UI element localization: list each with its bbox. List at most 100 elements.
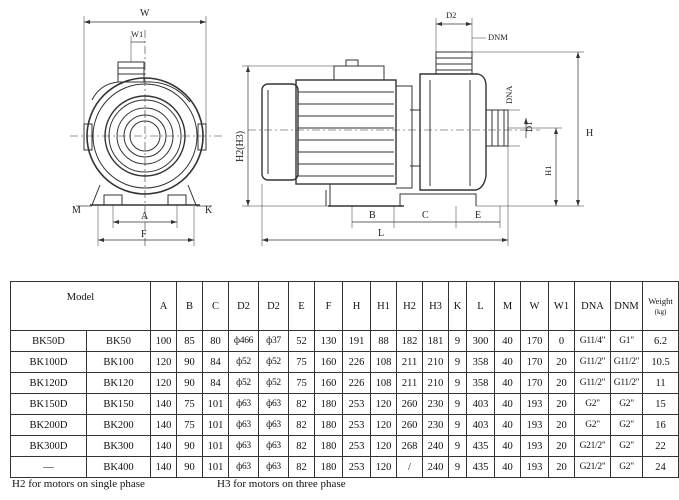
side-view xyxy=(242,18,584,246)
table-cell: 100 xyxy=(150,330,178,352)
table-cell: 20 xyxy=(548,351,576,373)
table-cell: G11/2" xyxy=(574,351,612,373)
table-cell: ф63 xyxy=(258,393,290,415)
table-cell: 40 xyxy=(494,393,522,415)
dimension-table: Model A B C D2 D2 E F H H1 H2 H3 K L M W… xyxy=(9,281,679,478)
table-cell: 108 xyxy=(370,351,398,373)
table-cell: 82 xyxy=(288,393,316,415)
table-cell: 82 xyxy=(288,414,316,436)
table-cell: 75 xyxy=(288,351,316,373)
model-code-cell: BK50D xyxy=(10,330,87,352)
footnotes: H2 for motors on single phase H3 for mot… xyxy=(12,478,652,494)
table-cell: G2" xyxy=(610,456,644,478)
table-cell: 193 xyxy=(520,414,550,436)
table-cell: 20 xyxy=(548,435,576,457)
label-dna: DNA xyxy=(504,85,514,104)
model-code-cell: BK100D xyxy=(10,351,87,373)
table-cell: ф63 xyxy=(258,414,290,436)
label-h2-h3: H2(H3) xyxy=(235,131,246,162)
header-model: Model xyxy=(9,281,152,331)
table-cell: 253 xyxy=(342,435,372,457)
label-h1: H1 xyxy=(543,166,553,176)
table-cell: 9 xyxy=(448,393,468,415)
table-cell: G11/2" xyxy=(610,372,644,394)
table-cell: 9 xyxy=(448,351,468,373)
weight-cell: 11 xyxy=(642,372,679,394)
table-cell: 211 xyxy=(396,372,424,394)
table-cell: ф63 xyxy=(228,414,260,436)
table-cell: 435 xyxy=(466,456,496,478)
table-cell: 193 xyxy=(520,435,550,457)
table-cell: 211 xyxy=(396,351,424,373)
pump-dimension-drawing: W W1 M K A F D2 DNM DNA D1 H H1 H2(H3) B… xyxy=(70,8,593,246)
model-name-cell: BK100 xyxy=(85,351,152,373)
header-col: M xyxy=(494,281,522,331)
table-cell: 403 xyxy=(466,393,496,415)
table-cell: 90 xyxy=(176,372,204,394)
table-cell: 9 xyxy=(448,456,468,478)
footnote-single-phase: H2 for motors on single phase xyxy=(12,478,145,490)
table-header-row: Model A B C D2 D2 E F H H1 H2 H3 K L M W… xyxy=(9,281,679,331)
table-cell: 88 xyxy=(370,330,398,352)
model-name-cell: BK150 xyxy=(85,393,152,415)
weight-cell: 15 xyxy=(642,393,679,415)
table-cell: 84 xyxy=(202,372,230,394)
header-col: E xyxy=(288,281,316,331)
table-cell: G11/2" xyxy=(574,372,612,394)
front-view xyxy=(70,16,225,246)
table-cell: 191 xyxy=(342,330,372,352)
header-col: H3 xyxy=(422,281,450,331)
table-cell: ф466 xyxy=(228,330,260,352)
table-cell: 140 xyxy=(150,414,178,436)
header-col: K xyxy=(448,281,468,331)
label-m: M xyxy=(72,205,81,216)
table-cell: G11/4" xyxy=(574,330,612,352)
table-cell: 403 xyxy=(466,414,496,436)
header-col: L xyxy=(466,281,496,331)
table-cell: 52 xyxy=(288,330,316,352)
table-cell: 193 xyxy=(520,393,550,415)
table-cell: 40 xyxy=(494,456,522,478)
table-cell: / xyxy=(396,456,424,478)
header-col: D2 xyxy=(258,281,290,331)
model-code-cell: BK120D xyxy=(10,372,87,394)
table-cell: G1" xyxy=(610,330,644,352)
table-cell: 140 xyxy=(150,456,178,478)
table-cell: 40 xyxy=(494,414,522,436)
table-cell: 180 xyxy=(314,456,344,478)
table-cell: G11/2" xyxy=(610,351,644,373)
model-name-cell: BK200 xyxy=(85,414,152,436)
header-col: W xyxy=(520,281,550,331)
table-cell: 230 xyxy=(422,414,450,436)
table-cell: 101 xyxy=(202,435,230,457)
table-cell: ф37 xyxy=(258,330,290,352)
table-cell: 108 xyxy=(370,372,398,394)
weight-cell: 10.5 xyxy=(642,351,679,373)
weight-cell: 16 xyxy=(642,414,679,436)
table-cell: 253 xyxy=(342,414,372,436)
table-cell: ф63 xyxy=(228,435,260,457)
table-cell: G2" xyxy=(610,414,644,436)
header-col: H1 xyxy=(370,281,398,331)
table-cell: 20 xyxy=(548,456,576,478)
table-cell: 90 xyxy=(176,456,204,478)
table-cell: 120 xyxy=(150,372,178,394)
table-cell: 253 xyxy=(342,456,372,478)
weight-cell: 6.2 xyxy=(642,330,679,352)
table-cell: 358 xyxy=(466,372,496,394)
model-code-cell: — xyxy=(10,456,87,478)
header-col: DNM xyxy=(610,281,644,331)
label-d2: D2 xyxy=(446,10,456,20)
header-col: H xyxy=(342,281,372,331)
footnote-three-phase: H3 for motors on three phase xyxy=(217,478,346,490)
weight-cell: 22 xyxy=(642,435,679,457)
table-cell: 435 xyxy=(466,435,496,457)
label-a: A xyxy=(141,211,149,222)
table-cell: 226 xyxy=(342,372,372,394)
label-w1: W1 xyxy=(131,29,143,39)
table-cell: G21/2" xyxy=(574,435,612,457)
table-cell: 9 xyxy=(448,330,468,352)
model-code-cell: BK200D xyxy=(10,414,87,436)
